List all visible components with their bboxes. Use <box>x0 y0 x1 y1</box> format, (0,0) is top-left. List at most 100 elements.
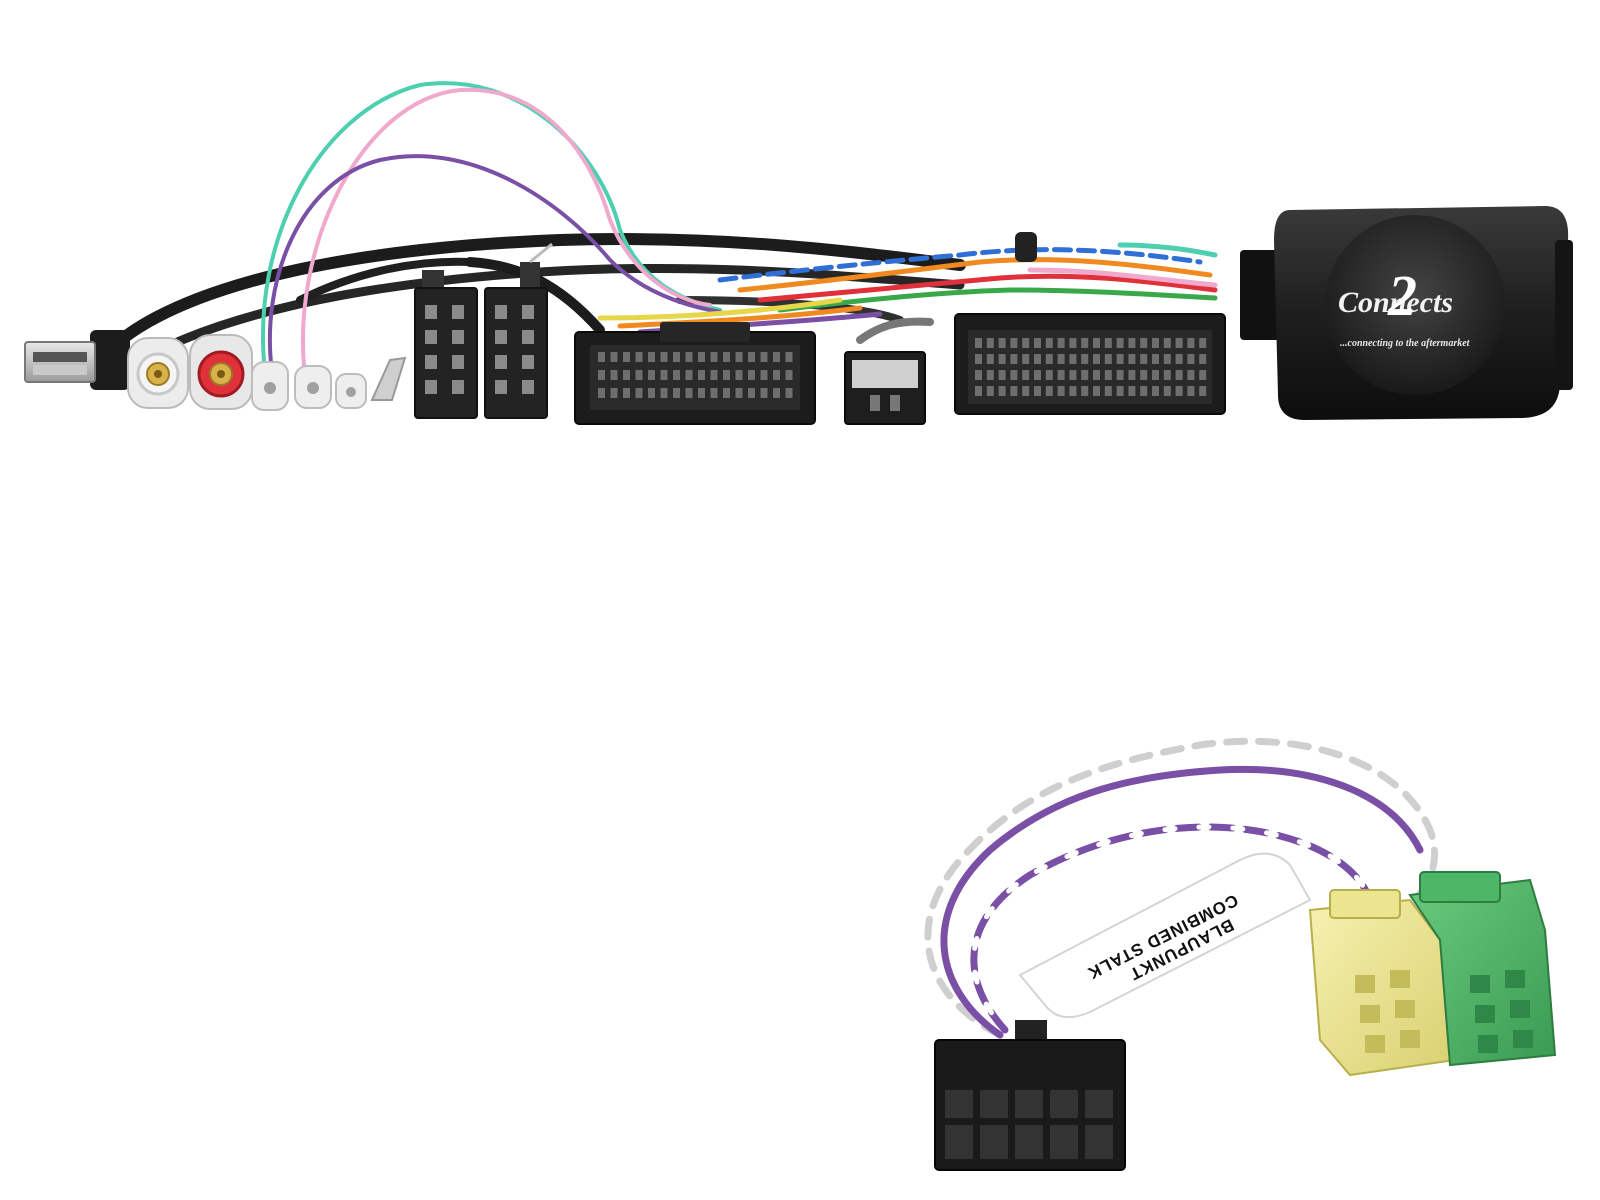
connector-pin <box>1175 338 1183 348</box>
connector-pin <box>1199 338 1207 348</box>
connector-pin <box>1081 370 1089 380</box>
connector-pin <box>648 352 655 362</box>
connector-pin <box>660 388 668 398</box>
connector-pin <box>685 388 693 398</box>
connector-pin <box>1187 354 1195 364</box>
connector-pin <box>1140 354 1148 364</box>
connector-pin <box>975 338 982 348</box>
connector-pin <box>698 352 705 362</box>
connector-pin <box>1069 354 1077 364</box>
spade-terminals <box>251 356 407 411</box>
connector-pin <box>710 370 718 380</box>
iso-connector-left <box>414 270 478 419</box>
connector-pin <box>1104 386 1112 396</box>
connector-pin <box>986 370 994 380</box>
connector-pin <box>635 370 643 380</box>
connector-pin <box>998 338 1006 348</box>
connector-pin <box>623 388 630 398</box>
connector-pin <box>1175 386 1183 396</box>
connector-pin <box>1057 354 1065 364</box>
connector-pin <box>610 352 618 362</box>
lead-label-tag: BLAUPUNKT COMBINED STALK <box>1018 852 1312 1019</box>
connector-pin <box>998 354 1006 364</box>
connector-pin <box>598 352 605 362</box>
connector-pin <box>635 352 643 362</box>
head-unit-multipin-connector <box>954 313 1226 415</box>
connector-pin <box>1093 386 1100 396</box>
connector-pin <box>1034 370 1041 380</box>
connector-pin <box>975 370 982 380</box>
connector-pin <box>1163 370 1171 380</box>
connector-pin <box>610 388 618 398</box>
connector-pin <box>1187 386 1195 396</box>
connector-pin <box>1140 338 1148 348</box>
connector-pin <box>986 338 994 348</box>
connector-pin <box>1163 354 1171 364</box>
vehicle-multipin-connector <box>574 322 816 425</box>
connector-pin <box>1152 354 1159 364</box>
connector-pin <box>975 354 982 364</box>
rca-white-icon <box>127 337 189 409</box>
connector-pin <box>1199 354 1207 364</box>
interface-box: Connects 2 ...connecting to the aftermar… <box>1240 206 1573 420</box>
connector-pin <box>760 370 768 380</box>
connector-pin <box>623 352 630 362</box>
connector-pin <box>673 370 680 380</box>
connector-pin <box>698 388 705 398</box>
connector-pin <box>1093 354 1100 364</box>
connector-pin <box>1010 354 1018 364</box>
connector-pin <box>748 370 755 380</box>
connector-pin <box>760 388 768 398</box>
connector-pin <box>1175 370 1183 380</box>
connector-pin <box>1081 338 1089 348</box>
connector-pin <box>1116 386 1124 396</box>
connector-pin <box>673 388 680 398</box>
black-10-pin-connector <box>934 1020 1126 1171</box>
connector-pin <box>760 352 768 362</box>
interface-tagline: ...connecting to the aftermarket <box>1340 338 1471 349</box>
connector-pin <box>1152 338 1159 348</box>
twisted-wire-loom <box>597 242 1218 335</box>
connector-pin <box>748 388 755 398</box>
connector-pin <box>1093 370 1100 380</box>
connector-pin <box>986 386 994 396</box>
connector-pin <box>785 388 793 398</box>
connector-pin <box>698 370 705 380</box>
connector-pin <box>685 370 693 380</box>
interface-logo-text: Connects <box>1338 286 1453 319</box>
green-mini-iso-connector <box>1408 871 1557 1067</box>
connector-pin <box>1069 386 1077 396</box>
connector-pin <box>1128 386 1136 396</box>
connector-pin <box>773 388 780 398</box>
connector-pin <box>1163 338 1171 348</box>
connector-pin <box>710 388 718 398</box>
connector-pin <box>773 352 780 362</box>
connector-pin <box>1163 386 1171 396</box>
connector-pin <box>1057 386 1065 396</box>
connector-pin <box>1034 386 1041 396</box>
connector-pin <box>1104 354 1112 364</box>
connector-pin <box>1116 354 1124 364</box>
connector-pin <box>1128 354 1136 364</box>
connector-pin <box>1128 338 1136 348</box>
connector-pin <box>1057 338 1065 348</box>
connector-pin <box>785 370 793 380</box>
connector-pin <box>598 388 605 398</box>
connector-pin <box>1022 386 1030 396</box>
connector-pin <box>673 352 680 362</box>
connector-pin <box>598 370 605 380</box>
connector-pin <box>1187 338 1195 348</box>
connector-pin <box>1152 370 1159 380</box>
connector-pin <box>1116 370 1124 380</box>
connector-pin <box>1199 370 1207 380</box>
iso-connector-right <box>484 242 553 419</box>
connector-pin <box>1140 386 1148 396</box>
connector-pin <box>723 352 730 362</box>
cable-tie <box>1015 232 1037 262</box>
connector-pin <box>723 388 730 398</box>
connector-pin <box>1069 370 1077 380</box>
connector-pin <box>648 370 655 380</box>
connector-pin <box>986 354 994 364</box>
yellow-mini-iso-connector <box>1308 889 1457 1077</box>
